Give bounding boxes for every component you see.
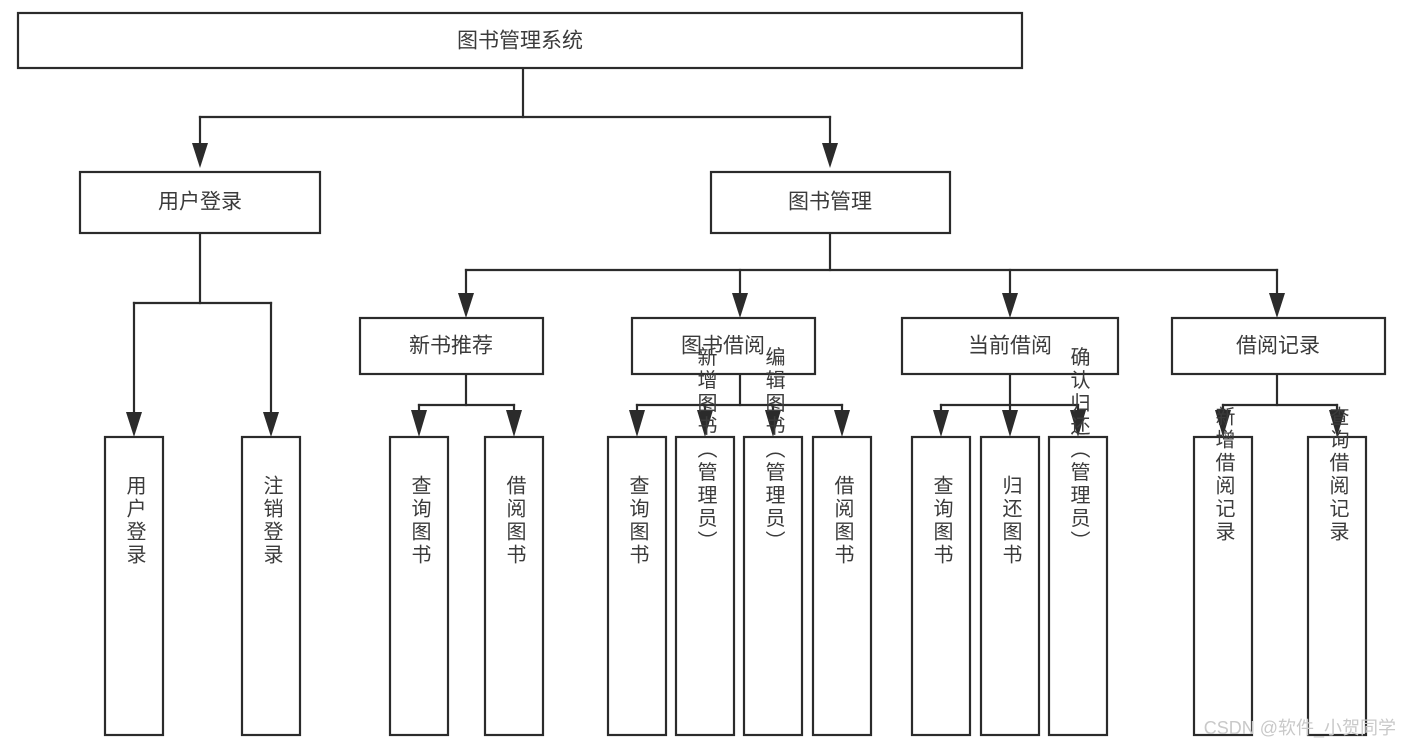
arrow-rc-1 [411, 410, 427, 437]
arrow-rc-2 [506, 410, 522, 437]
arrow-l2-4 [1269, 293, 1285, 318]
arrow-book-mgmt [822, 143, 838, 168]
leaf-label: 用户登录 [123, 475, 146, 567]
node-book-borrow[interactable]: 图书借阅 [630, 316, 817, 376]
leaf-label: 查询图书 [930, 475, 953, 567]
leaf-box[interactable] [674, 435, 736, 737]
arrow-ul-2 [263, 412, 279, 437]
leaf-user-login-signin[interactable]: 用户登录 [103, 435, 165, 737]
leaf-label: 借阅图书 [503, 475, 526, 567]
borrow-record-label: 借阅记录 [1236, 335, 1320, 358]
arrow-br-2 [1329, 410, 1345, 437]
leaf-box[interactable] [388, 435, 450, 737]
node-borrow-record[interactable]: 借阅记录 [1170, 316, 1387, 376]
leaf-box[interactable] [1306, 435, 1368, 737]
leaf-label: 新增图书（管理员） [694, 346, 717, 553]
leaf-box[interactable] [103, 435, 165, 737]
arrow-cb-2 [1002, 410, 1018, 437]
leaf-borrow-add-book[interactable]: 新增图书（管理员） [674, 346, 736, 737]
leaf-borrow-edit-book[interactable]: 编辑图书（管理员） [742, 346, 804, 737]
csdn-watermark: CSDN @软件_小贺同学 [1204, 718, 1396, 739]
node-new-book-recommend[interactable]: 新书推荐 [358, 316, 545, 376]
leaf-box[interactable] [483, 435, 545, 737]
arrow-ul-1 [126, 412, 142, 437]
node-book-management[interactable]: 图书管理 [709, 170, 952, 235]
leaf-current-confirm-return[interactable]: 确认归还（管理员） [1047, 346, 1109, 737]
leaf-borrow-query-book[interactable]: 查询图书 [606, 435, 668, 737]
current-borrow-box[interactable] [900, 316, 1120, 376]
book-borrow-label: 图书借阅 [681, 335, 765, 358]
new-book-recommend-label: 新书推荐 [409, 335, 493, 358]
leaf-box[interactable] [811, 435, 873, 737]
arrow-l2-3 [1002, 293, 1018, 318]
leaf-user-login-signout[interactable]: 注销登录 [240, 435, 302, 737]
leaf-current-return-book[interactable]: 归还图书 [979, 435, 1041, 737]
leaf-record-add-record[interactable]: 新增借阅记录 [1192, 406, 1254, 737]
arrow-cb-3 [1070, 410, 1086, 437]
leaf-label: 查询借阅记录 [1326, 406, 1349, 544]
leaf-box[interactable] [240, 435, 302, 737]
arrow-bb-2 [697, 410, 713, 437]
leaf-label: 注销登录 [260, 475, 283, 567]
root-box[interactable] [16, 11, 1024, 70]
leaf-label: 确认归还（管理员） [1067, 346, 1090, 553]
leaf-box[interactable] [606, 435, 668, 737]
new-book-recommend-box[interactable] [358, 316, 545, 376]
arrow-bb-1 [629, 410, 645, 437]
node-root[interactable]: 图书管理系统 [16, 11, 1024, 70]
leaf-label: 查询图书 [408, 475, 431, 567]
leaf-box[interactable] [1192, 435, 1254, 737]
connector-layer [126, 66, 1345, 437]
arrow-cb-1 [933, 410, 949, 437]
leaf-label: 编辑图书（管理员） [762, 346, 785, 553]
book-management-box[interactable] [709, 170, 952, 235]
leaf-box[interactable] [979, 435, 1041, 737]
leaf-label: 新增借阅记录 [1212, 406, 1235, 544]
arrow-bb-4 [834, 410, 850, 437]
leaf-box[interactable] [1047, 435, 1109, 737]
leaf-label: 借阅图书 [831, 475, 854, 567]
arrow-l2-2 [732, 293, 748, 318]
node-current-borrow[interactable]: 当前借阅 [900, 316, 1120, 376]
arrow-user-login [192, 143, 208, 168]
leaf-record-query-record[interactable]: 查询借阅记录 [1306, 406, 1368, 737]
user-login-box[interactable] [78, 170, 322, 235]
arrow-bb-3 [765, 410, 781, 437]
leaf-recommend-query-book[interactable]: 查询图书 [388, 435, 450, 737]
leaf-box[interactable] [910, 435, 972, 737]
borrow-record-box[interactable] [1170, 316, 1387, 376]
arrow-l2-1 [458, 293, 474, 318]
leaf-borrow-borrow-book[interactable]: 借阅图书 [811, 435, 873, 737]
leaf-box[interactable] [742, 435, 804, 737]
arrow-br-1 [1215, 410, 1231, 437]
leaf-recommend-borrow-book[interactable]: 借阅图书 [483, 435, 545, 737]
node-user-login[interactable]: 用户登录 [78, 170, 322, 235]
leaf-label: 查询图书 [626, 475, 649, 567]
book-borrow-box[interactable] [630, 316, 817, 376]
current-borrow-label: 当前借阅 [968, 335, 1052, 358]
leaf-current-query-book[interactable]: 查询图书 [910, 435, 972, 737]
leaf-label: 归还图书 [999, 475, 1022, 567]
user-login-label: 用户登录 [158, 191, 242, 214]
book-management-label: 图书管理 [788, 191, 872, 214]
root-label: 图书管理系统 [457, 30, 583, 53]
